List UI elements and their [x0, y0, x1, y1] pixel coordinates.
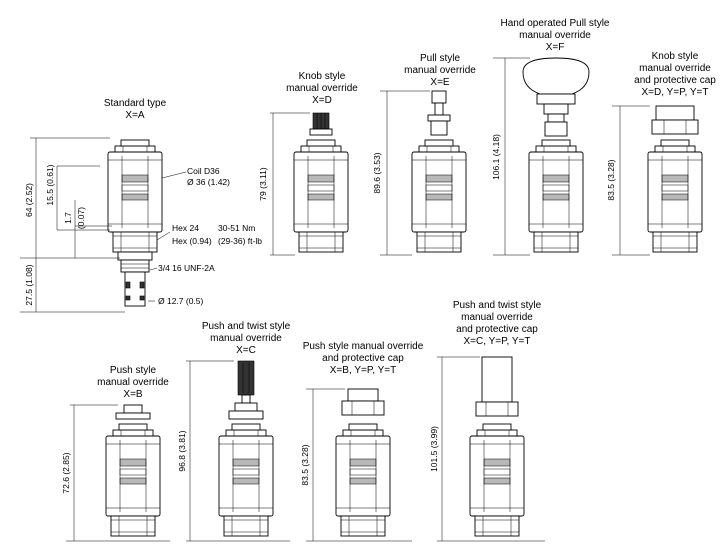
- gap-mm-label: 1.7: [63, 212, 73, 224]
- push-valve: Push style manual override X=B 72.6 (2.8…: [61, 365, 170, 542]
- push-twist-cap-title-3: and protective cap: [456, 324, 538, 335]
- push-twist-valve: Push and twist style manual override X=C…: [177, 321, 291, 542]
- push-twist-cap-title-2: manual override: [461, 312, 533, 323]
- hand-pull-height-label: 106.1 (4.18): [491, 134, 501, 180]
- push-code: X=B: [123, 389, 143, 400]
- gap-in-label: (0.07): [76, 207, 86, 229]
- push-twist-title-1: Push and twist style: [202, 321, 291, 332]
- knob-cap-height-label: 83.5 (3.28): [606, 159, 616, 200]
- torque-label: 30-51 Nm: [218, 223, 255, 233]
- knob-valve: Knob style manual override X=D 79 (3.11): [258, 71, 358, 256]
- push-cap-title-2: and protective cap: [322, 353, 404, 364]
- knob-cap-title-1: Knob style: [652, 51, 699, 62]
- pull-title-1: Pull style: [420, 53, 460, 64]
- cartridge-height-label: 27.5 (1.08): [24, 264, 34, 305]
- push-twist-code: X=C: [236, 345, 256, 356]
- knob-cap-title-2: manual override: [639, 63, 711, 74]
- knob-cap-title-3: and protective cap: [634, 75, 716, 86]
- push-cap-valve: Push style manual override and protectiv…: [300, 341, 424, 542]
- push-cap-title-1: Push style manual override: [303, 341, 424, 352]
- hand-pull-title-2: manual override: [519, 30, 591, 41]
- push-twist-cap-code: X=C, Y=P, Y=T: [464, 336, 531, 347]
- push-cap-height-label: 83.5 (3.28): [300, 444, 310, 485]
- push-twist-title-2: manual override: [210, 333, 282, 344]
- hex-inch-label: Hex (0.94): [172, 236, 212, 246]
- hex-label: Hex 24: [172, 223, 199, 233]
- coil-top-label: 15.5 (0.61): [45, 164, 55, 205]
- knob-title-1: Knob style: [299, 71, 346, 82]
- knob-cap-valve: Knob style manual override and protectiv…: [606, 51, 716, 256]
- push-height-label: 72.6 (2.85): [61, 452, 71, 493]
- hand-pull-valve: Hand operated Pull style manual override…: [491, 18, 610, 256]
- standard-dimensions: 64 (2.52) 15.5 (0.61) 1.7 (0.07) 27.5 (1…: [20, 137, 262, 313]
- knob-title-2: manual override: [286, 83, 358, 94]
- pull-code: X=E: [430, 77, 450, 88]
- coil-diameter-label: Ø 36 (1.42): [187, 177, 230, 187]
- thread-label: 3/4 16 UNF-2A: [158, 263, 215, 273]
- coil-label: Coil D36: [187, 166, 220, 176]
- pull-title-2: manual override: [404, 65, 476, 76]
- knob-code: X=D: [312, 95, 332, 106]
- overall-height-label: 64 (2.52): [24, 183, 34, 217]
- push-twist-cap-valve: Push and twist style manual override and…: [429, 300, 545, 542]
- knob-cap-code: X=D, Y=P, Y=T: [642, 87, 709, 98]
- knob-height-label: 79 (3.11): [258, 167, 268, 201]
- hand-pull-code: X=F: [546, 42, 565, 53]
- push-title-2: manual override: [97, 377, 169, 388]
- hand-pull-title-1: Hand operated Pull style: [501, 18, 610, 29]
- push-twist-cap-title-1: Push and twist style: [453, 300, 542, 311]
- standard-title: Standard type: [104, 98, 167, 109]
- push-twist-height-label: 96.8 (3.81): [177, 430, 187, 471]
- push-title-1: Push style: [110, 365, 157, 376]
- standard-valve: Standard type X=A: [104, 98, 167, 307]
- torque-ftlb-label: (29-36) ft-lb: [218, 236, 262, 246]
- push-twist-cap-height-label: 101.5 (3.99): [429, 426, 439, 472]
- standard-code: X=A: [125, 110, 145, 121]
- pull-valve: Pull style manual override X=E 89.6 (3.5…: [372, 53, 476, 256]
- diameter-label: Ø 12.7 (0.5): [158, 296, 204, 306]
- push-cap-code: X=B, Y=P, Y=T: [330, 365, 396, 376]
- pull-height-label: 89.6 (3.53): [372, 152, 382, 193]
